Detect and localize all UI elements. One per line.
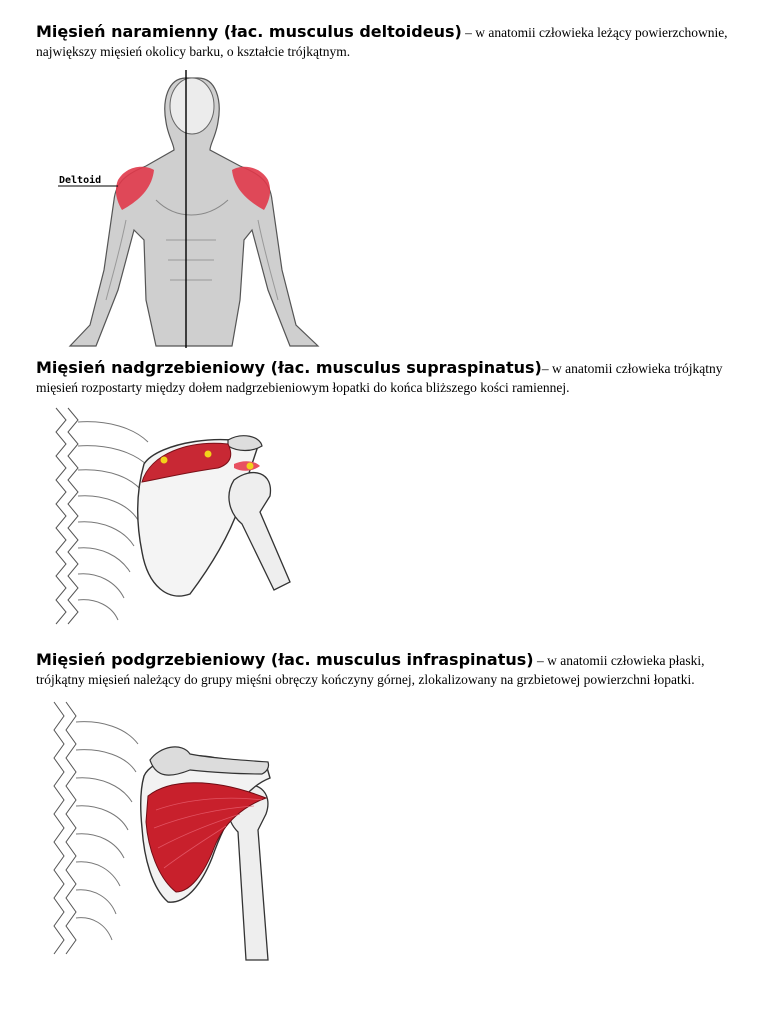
marker-dot-2	[204, 450, 212, 458]
spine-column	[55, 407, 79, 625]
desc-supraspinatus-line2: mięsień rozpostarty między dołem nadgrze…	[36, 380, 570, 395]
desc-deltoid-line2: największy mięsień okolicy barku, o kszt…	[36, 44, 351, 59]
desc-infraspinatus-inline: – w anatomii człowieka płaski,	[533, 653, 705, 668]
heading-infraspinatus: Mięsień podgrzebieniowy (łac. musculus i…	[36, 650, 534, 669]
section-deltoid: Mięsień naramienny (łac. musculus deltoi…	[36, 22, 736, 60]
deltoid-illustration: Deltoid	[58, 70, 320, 348]
left-arm-line	[105, 219, 127, 301]
desc-deltoid-inline: – w anatomii człowieka leżący powierzcho…	[461, 25, 728, 40]
abdomen-lines	[166, 239, 216, 281]
scapular-spine	[149, 746, 270, 776]
humerus	[228, 471, 291, 591]
desc-supraspinatus-inline: – w anatomii człowieka trójkątny	[541, 361, 723, 376]
muscle-fibers	[153, 797, 263, 869]
right-arm-line	[257, 219, 279, 301]
section-infraspinatus: Mięsień podgrzebieniowy (łac. musculus i…	[36, 650, 736, 688]
torso-silhouette	[68, 77, 320, 347]
scapula	[137, 438, 259, 597]
spine-column-2	[53, 701, 77, 955]
head-shape	[169, 77, 215, 135]
marker-dot-3	[246, 462, 254, 470]
marker-dot-1	[160, 456, 168, 464]
ribs-2	[75, 721, 139, 941]
right-deltoid-highlight	[232, 166, 271, 210]
desc-infraspinatus-line2: trójkątny mięsień należący do grupy mięś…	[36, 672, 695, 687]
infraspinatus-muscle	[145, 782, 268, 893]
deltoid-label: Deltoid	[59, 174, 101, 186]
supraspinatus-illustration	[55, 407, 291, 625]
section-supraspinatus: Mięsień nadgrzebieniowy (łac. musculus s…	[36, 358, 736, 396]
infraspinatus-illustration	[53, 701, 271, 961]
left-deltoid-highlight	[115, 166, 154, 210]
chest-line	[155, 199, 229, 216]
heading-supraspinatus: Mięsień nadgrzebieniowy (łac. musculus s…	[36, 358, 542, 377]
acromion	[227, 435, 263, 452]
heading-deltoid: Mięsień naramienny (łac. musculus deltoi…	[36, 22, 462, 41]
